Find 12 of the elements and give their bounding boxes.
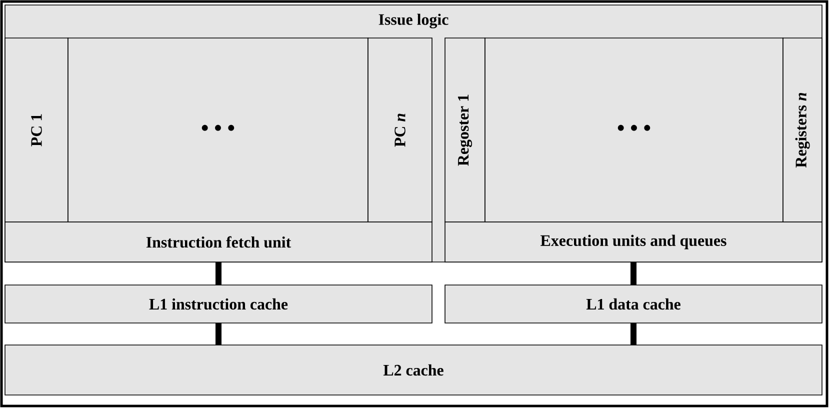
vertical-label-box: PC 1 xyxy=(4,38,68,222)
unit-box: L1 instruction cache xyxy=(4,284,432,324)
unit-box: L1 data cache xyxy=(444,284,822,324)
vertical-label-box: PC n xyxy=(368,38,432,222)
connector-bar xyxy=(630,323,636,345)
vertical-label-box: Regoster 1 xyxy=(444,38,486,222)
connector-bar xyxy=(216,323,222,345)
connector-bar xyxy=(630,262,636,285)
connector-bar xyxy=(216,262,222,285)
vertical-label-box: Registers n xyxy=(782,38,822,222)
unit-box: L2 cache xyxy=(4,344,822,396)
unit-box: Instruction fetch unit xyxy=(4,222,432,262)
